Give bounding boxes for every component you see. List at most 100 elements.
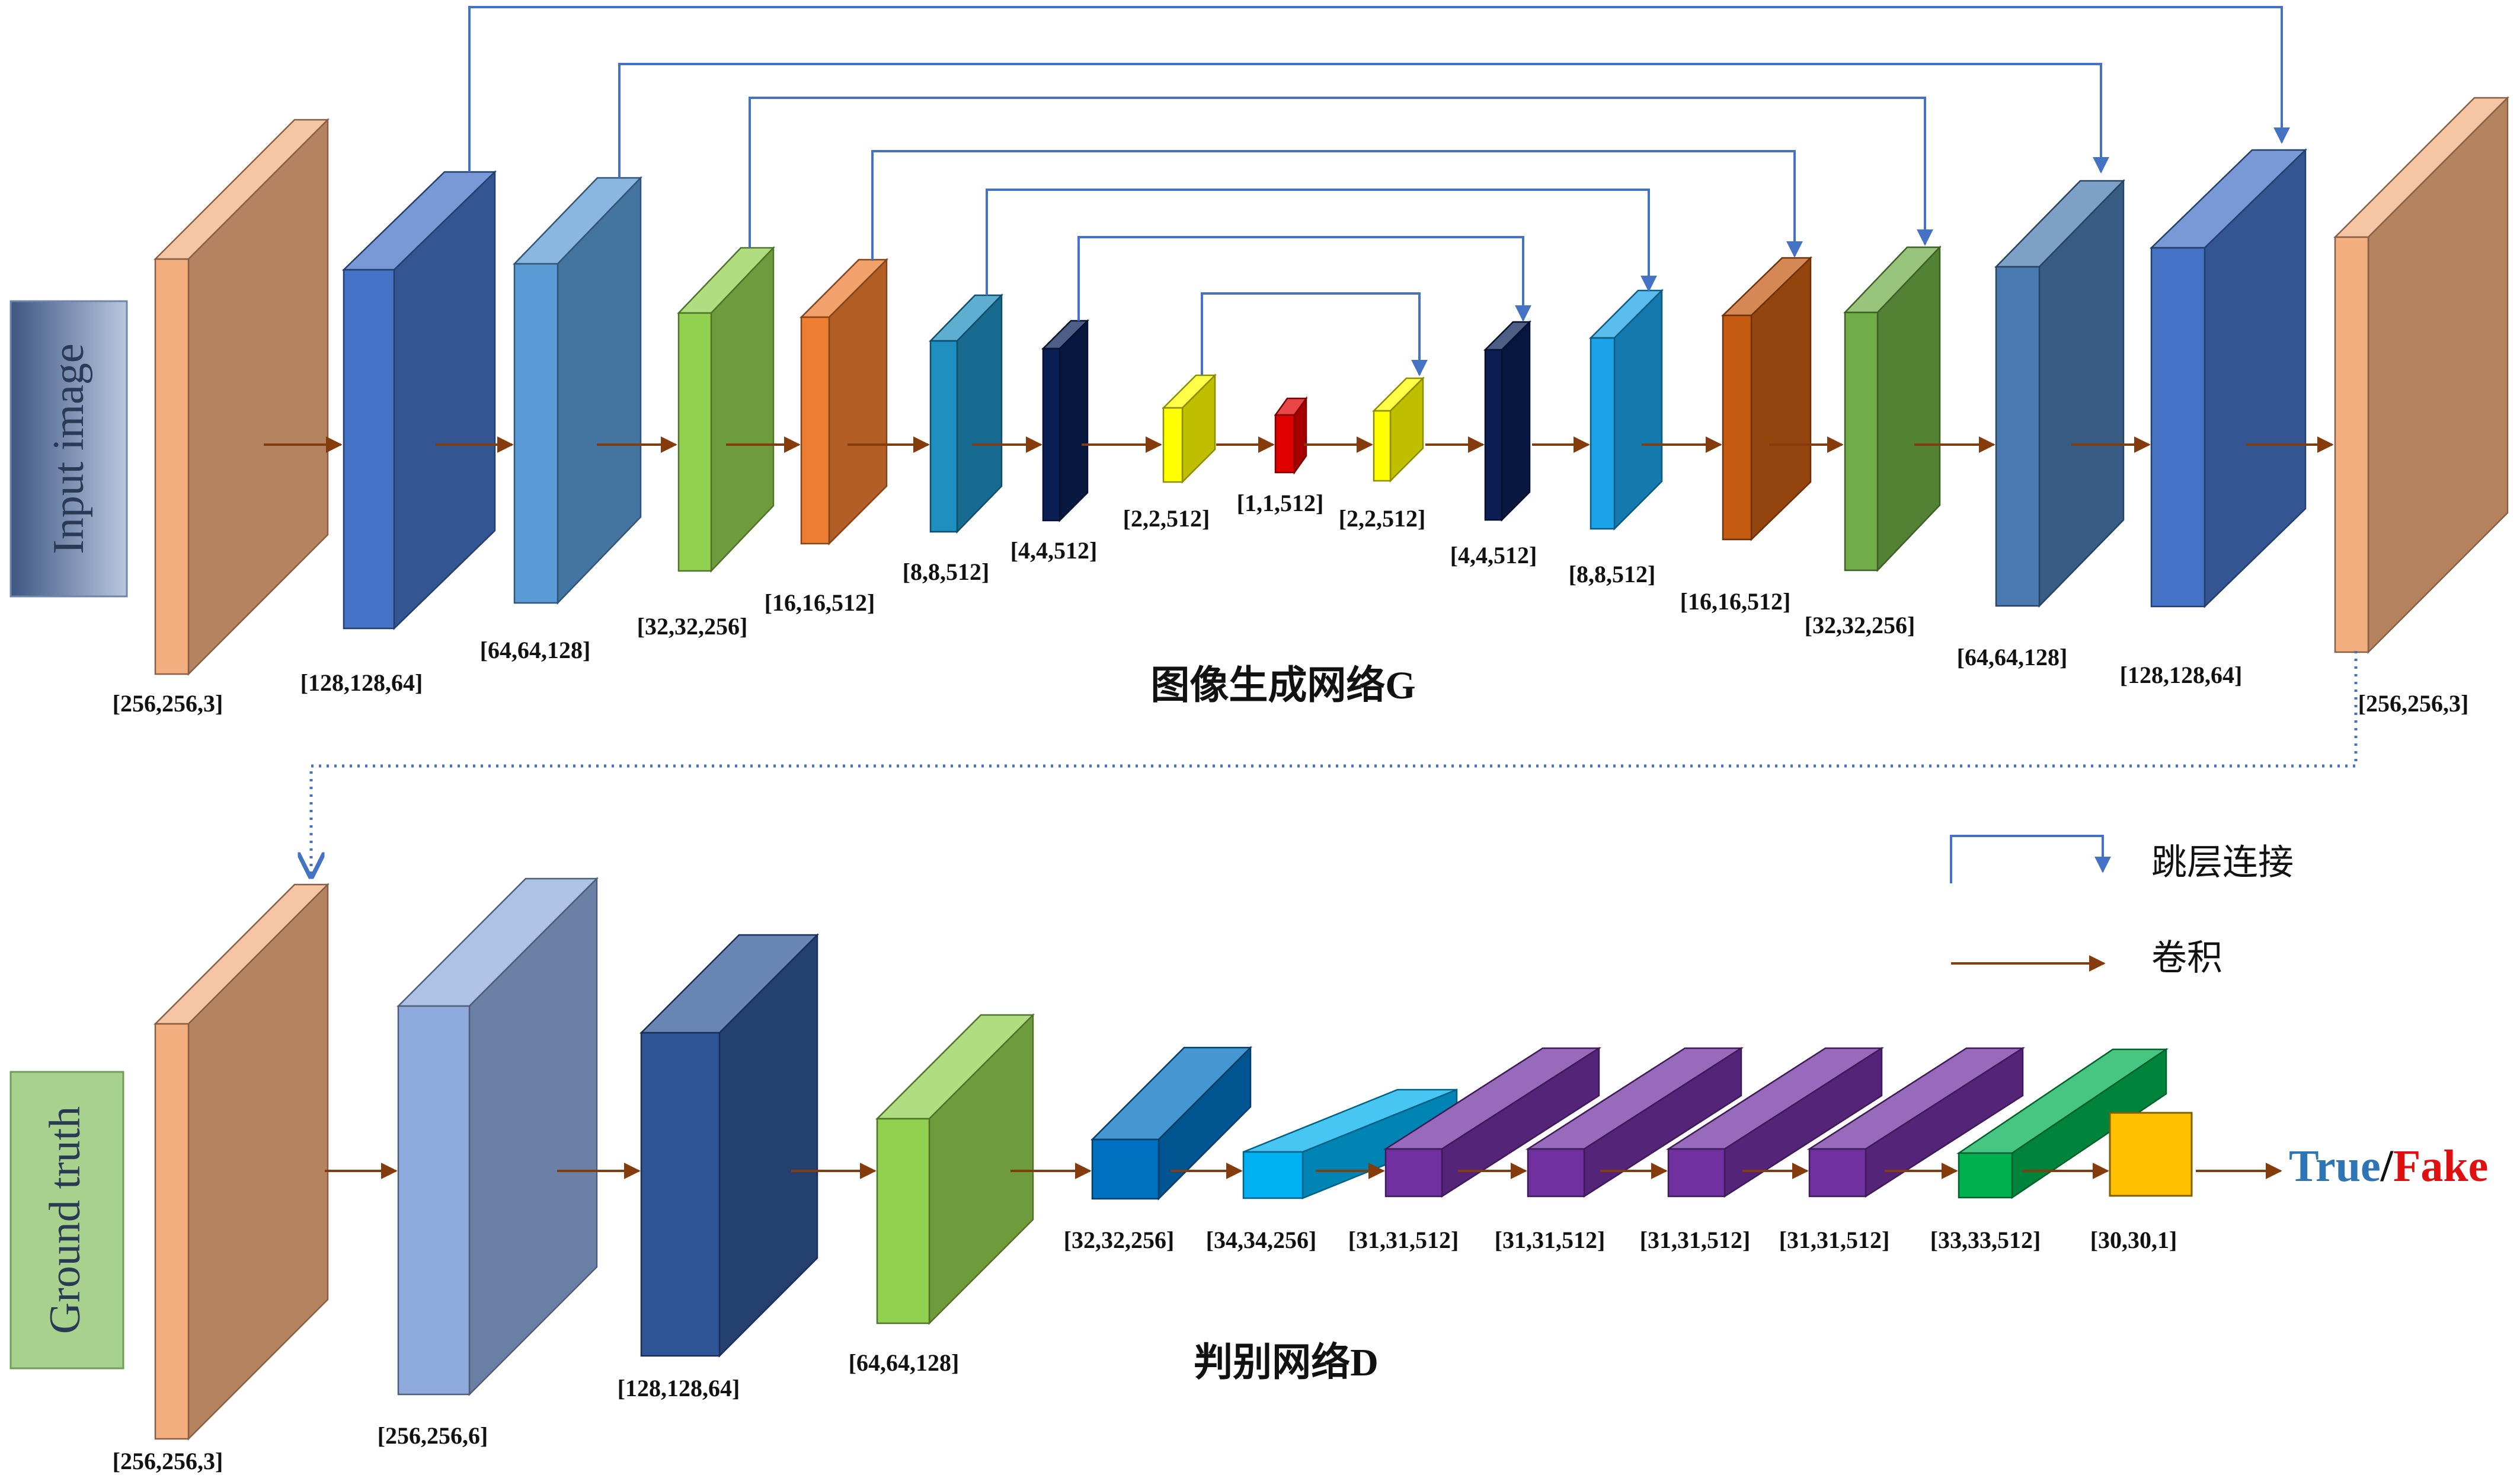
gen-layer-14 xyxy=(1994,178,2125,608)
gen-layer-7 xyxy=(1161,373,1217,484)
gen-dim-label-2: [64,64,128] xyxy=(480,637,591,663)
legend-skip-icon xyxy=(1950,835,2111,883)
generator-dimension-labels: [256,256,3] [128,128,64] [64,64,128] [32,32… xyxy=(113,490,2469,717)
gen-skip-connection-1 xyxy=(618,63,2109,178)
gen-dim-label-11: [8,8,512] xyxy=(1569,561,1656,588)
gen-dim-label-3: [32,32,256] xyxy=(637,613,748,640)
gen-layer-1 xyxy=(341,170,497,630)
dis-layer-7 xyxy=(1525,1046,1744,1198)
dis-layer-0-side xyxy=(187,882,329,1441)
gen-layer-16-front xyxy=(2334,236,2369,653)
dis-layer-9 xyxy=(1806,1046,2026,1198)
gen-layer-15-front xyxy=(2150,247,2206,608)
dis-dim-label-3: [64,64,128] xyxy=(849,1349,960,1376)
legend-skip-label: 跳层连接 xyxy=(2151,843,2294,882)
gen-layer-4 xyxy=(799,257,889,546)
gen-layer-10-front xyxy=(1484,349,1503,521)
dis-dim-label-6: [31,31,512] xyxy=(1348,1227,1459,1253)
discriminator-title: 判别网络D xyxy=(1194,1341,1379,1384)
output-label: True/Fake xyxy=(2289,1141,2488,1191)
gen-skip-connection-2 xyxy=(749,97,1933,248)
gen-layer-15 xyxy=(2149,148,2308,608)
gen-layer-3-front xyxy=(677,312,712,572)
ground-truth-box: Ground truth xyxy=(9,1071,124,1370)
gen-dim-label-14: [64,64,128] xyxy=(1957,644,2068,671)
dis-layer-3 xyxy=(875,1013,1035,1326)
dis-dim-label-9: [31,31,512] xyxy=(1779,1227,1890,1253)
gen-dim-label-12: [16,16,512] xyxy=(1680,588,1791,615)
dis-layer-7-front xyxy=(1527,1148,1585,1198)
dis-dim-label-10: [33,33,512] xyxy=(1930,1227,2041,1253)
discriminator-layers xyxy=(153,876,2193,1441)
gen-dim-label-15: [128,128,64] xyxy=(2120,662,2243,688)
gen-skip-connection-6 xyxy=(1201,292,1428,376)
dis-dim-label-1: [256,256,6] xyxy=(378,1422,488,1449)
gen-skip-connection-5 xyxy=(1077,236,1531,322)
dis-layer-5-front xyxy=(1242,1151,1304,1199)
dis-layer-10-front xyxy=(1958,1152,2013,1199)
dis-layer-8-front xyxy=(1667,1148,1726,1198)
dis-layer-6 xyxy=(1383,1046,1602,1198)
gen-layer-6-front xyxy=(1042,347,1061,522)
gen-layer-8 xyxy=(1274,396,1308,475)
generator-layers xyxy=(153,95,2510,676)
generator-skip-connections xyxy=(468,6,2290,376)
dis-layer-2-front xyxy=(640,1032,721,1357)
gen-dim-label-4: [16,16,512] xyxy=(765,589,875,616)
ground-truth-label: Ground truth xyxy=(41,1106,89,1334)
gen-layer-11 xyxy=(1588,288,1664,531)
gen-dim-label-1: [128,128,64] xyxy=(300,669,423,696)
gen-layer-0-side xyxy=(187,117,329,676)
gen-skip-connection-0 xyxy=(468,6,2290,172)
gen-layer-2 xyxy=(513,175,642,605)
gen-layer-2-front xyxy=(513,263,559,604)
gen-dim-label-8: [1,1,512] xyxy=(1237,490,1324,516)
dis-layer-2 xyxy=(639,933,820,1358)
gen-dim-label-6: [4,4,512] xyxy=(1010,537,1098,564)
gen-skip-connection-4 xyxy=(986,189,1657,295)
discriminator-dimension-labels: [256,256,3][256,256,6][128,128,64][64,64… xyxy=(113,1227,2177,1474)
dis-layer-8 xyxy=(1665,1046,1885,1198)
dis-layer-6-front xyxy=(1384,1148,1443,1198)
generator-title: 图像生成网络G xyxy=(1150,664,1415,707)
gen-dim-label-0: [256,256,3] xyxy=(113,690,223,717)
gen-layer-3 xyxy=(677,245,775,573)
dis-layer-11 xyxy=(2109,1112,2193,1197)
dis-layer-0-front xyxy=(154,1023,190,1440)
gen-layer-8-front xyxy=(1274,414,1296,474)
gen-dim-label-13: [32,32,256] xyxy=(1805,612,1915,639)
output-slash: / xyxy=(2380,1141,2394,1191)
gen-layer-4-front xyxy=(800,316,830,545)
input-image-label: Input image xyxy=(44,343,93,554)
dis-dim-label-8: [31,31,512] xyxy=(1640,1227,1751,1253)
gen-dim-label-5: [8,8,512] xyxy=(903,558,990,585)
dis-layer-0 xyxy=(153,882,330,1441)
dis-layer-4 xyxy=(1090,1045,1253,1201)
gen-layer-10-side xyxy=(1501,320,1531,522)
gen-layer-5-front xyxy=(929,340,958,533)
dis-layer-3-front xyxy=(876,1118,930,1324)
gen-layer-6 xyxy=(1041,318,1090,523)
gen-dim-label-10: [4,4,512] xyxy=(1450,542,1537,569)
legend-conv-label: 卷积 xyxy=(2151,938,2222,978)
gen-layer-12 xyxy=(1720,256,1813,541)
gen-layer-5 xyxy=(929,293,1003,534)
gen-skip-connection-3 xyxy=(871,150,1803,261)
gen-layer-16-side xyxy=(2367,95,2509,655)
dis-layer-1-front xyxy=(397,1005,471,1396)
gen-layer-0 xyxy=(153,117,330,676)
dis-layer-1 xyxy=(396,876,599,1397)
gen-layer-11-front xyxy=(1590,337,1616,530)
gen-layer-1-front xyxy=(343,269,395,630)
legend: 跳层连接 卷积 xyxy=(1950,835,2294,978)
gen-layer-13 xyxy=(1843,245,1942,573)
dis-dim-label-11: [30,30,1] xyxy=(2090,1227,2177,1253)
dis-dim-label-2: [128,128,64] xyxy=(618,1375,740,1402)
gen-layer-10 xyxy=(1483,320,1532,522)
dis-layer-4-front xyxy=(1091,1138,1160,1200)
dis-dim-label-7: [31,31,512] xyxy=(1495,1227,1606,1253)
dis-layer-10 xyxy=(1956,1048,2169,1199)
gen-layer-14-front xyxy=(1995,266,2041,607)
output-true: True xyxy=(2289,1141,2381,1191)
gen-layer-9 xyxy=(1371,376,1425,483)
